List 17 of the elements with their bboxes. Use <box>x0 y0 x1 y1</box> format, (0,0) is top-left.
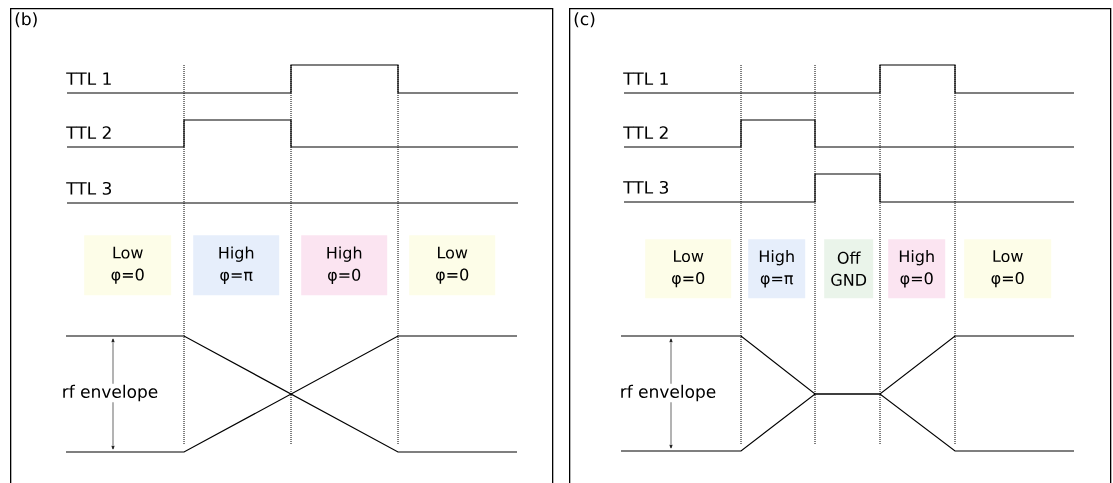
signal-label: TTL 2 <box>66 126 111 139</box>
envelope-label: rf envelope <box>618 383 718 403</box>
state-box: High φ=0 <box>888 239 946 299</box>
signal-label: TTL 2 <box>623 126 668 139</box>
state-box: Off GND <box>824 239 874 299</box>
signal-label: TTL 1 <box>623 72 668 85</box>
state-box: Low φ=0 <box>84 235 172 296</box>
state-box: Low φ=0 <box>964 239 1052 299</box>
state-box: Low φ=0 <box>645 239 732 299</box>
state-box: High φ=π <box>193 235 280 296</box>
signal-label: TTL 3 <box>66 181 111 195</box>
signal-label: TTL 3 <box>623 180 668 194</box>
state-box: High φ=π <box>748 239 806 299</box>
envelope-label: rf envelope <box>60 383 160 403</box>
state-box: High φ=0 <box>301 235 388 296</box>
state-box: Low φ=0 <box>409 235 496 296</box>
signal-label: TTL 1 <box>66 72 111 85</box>
